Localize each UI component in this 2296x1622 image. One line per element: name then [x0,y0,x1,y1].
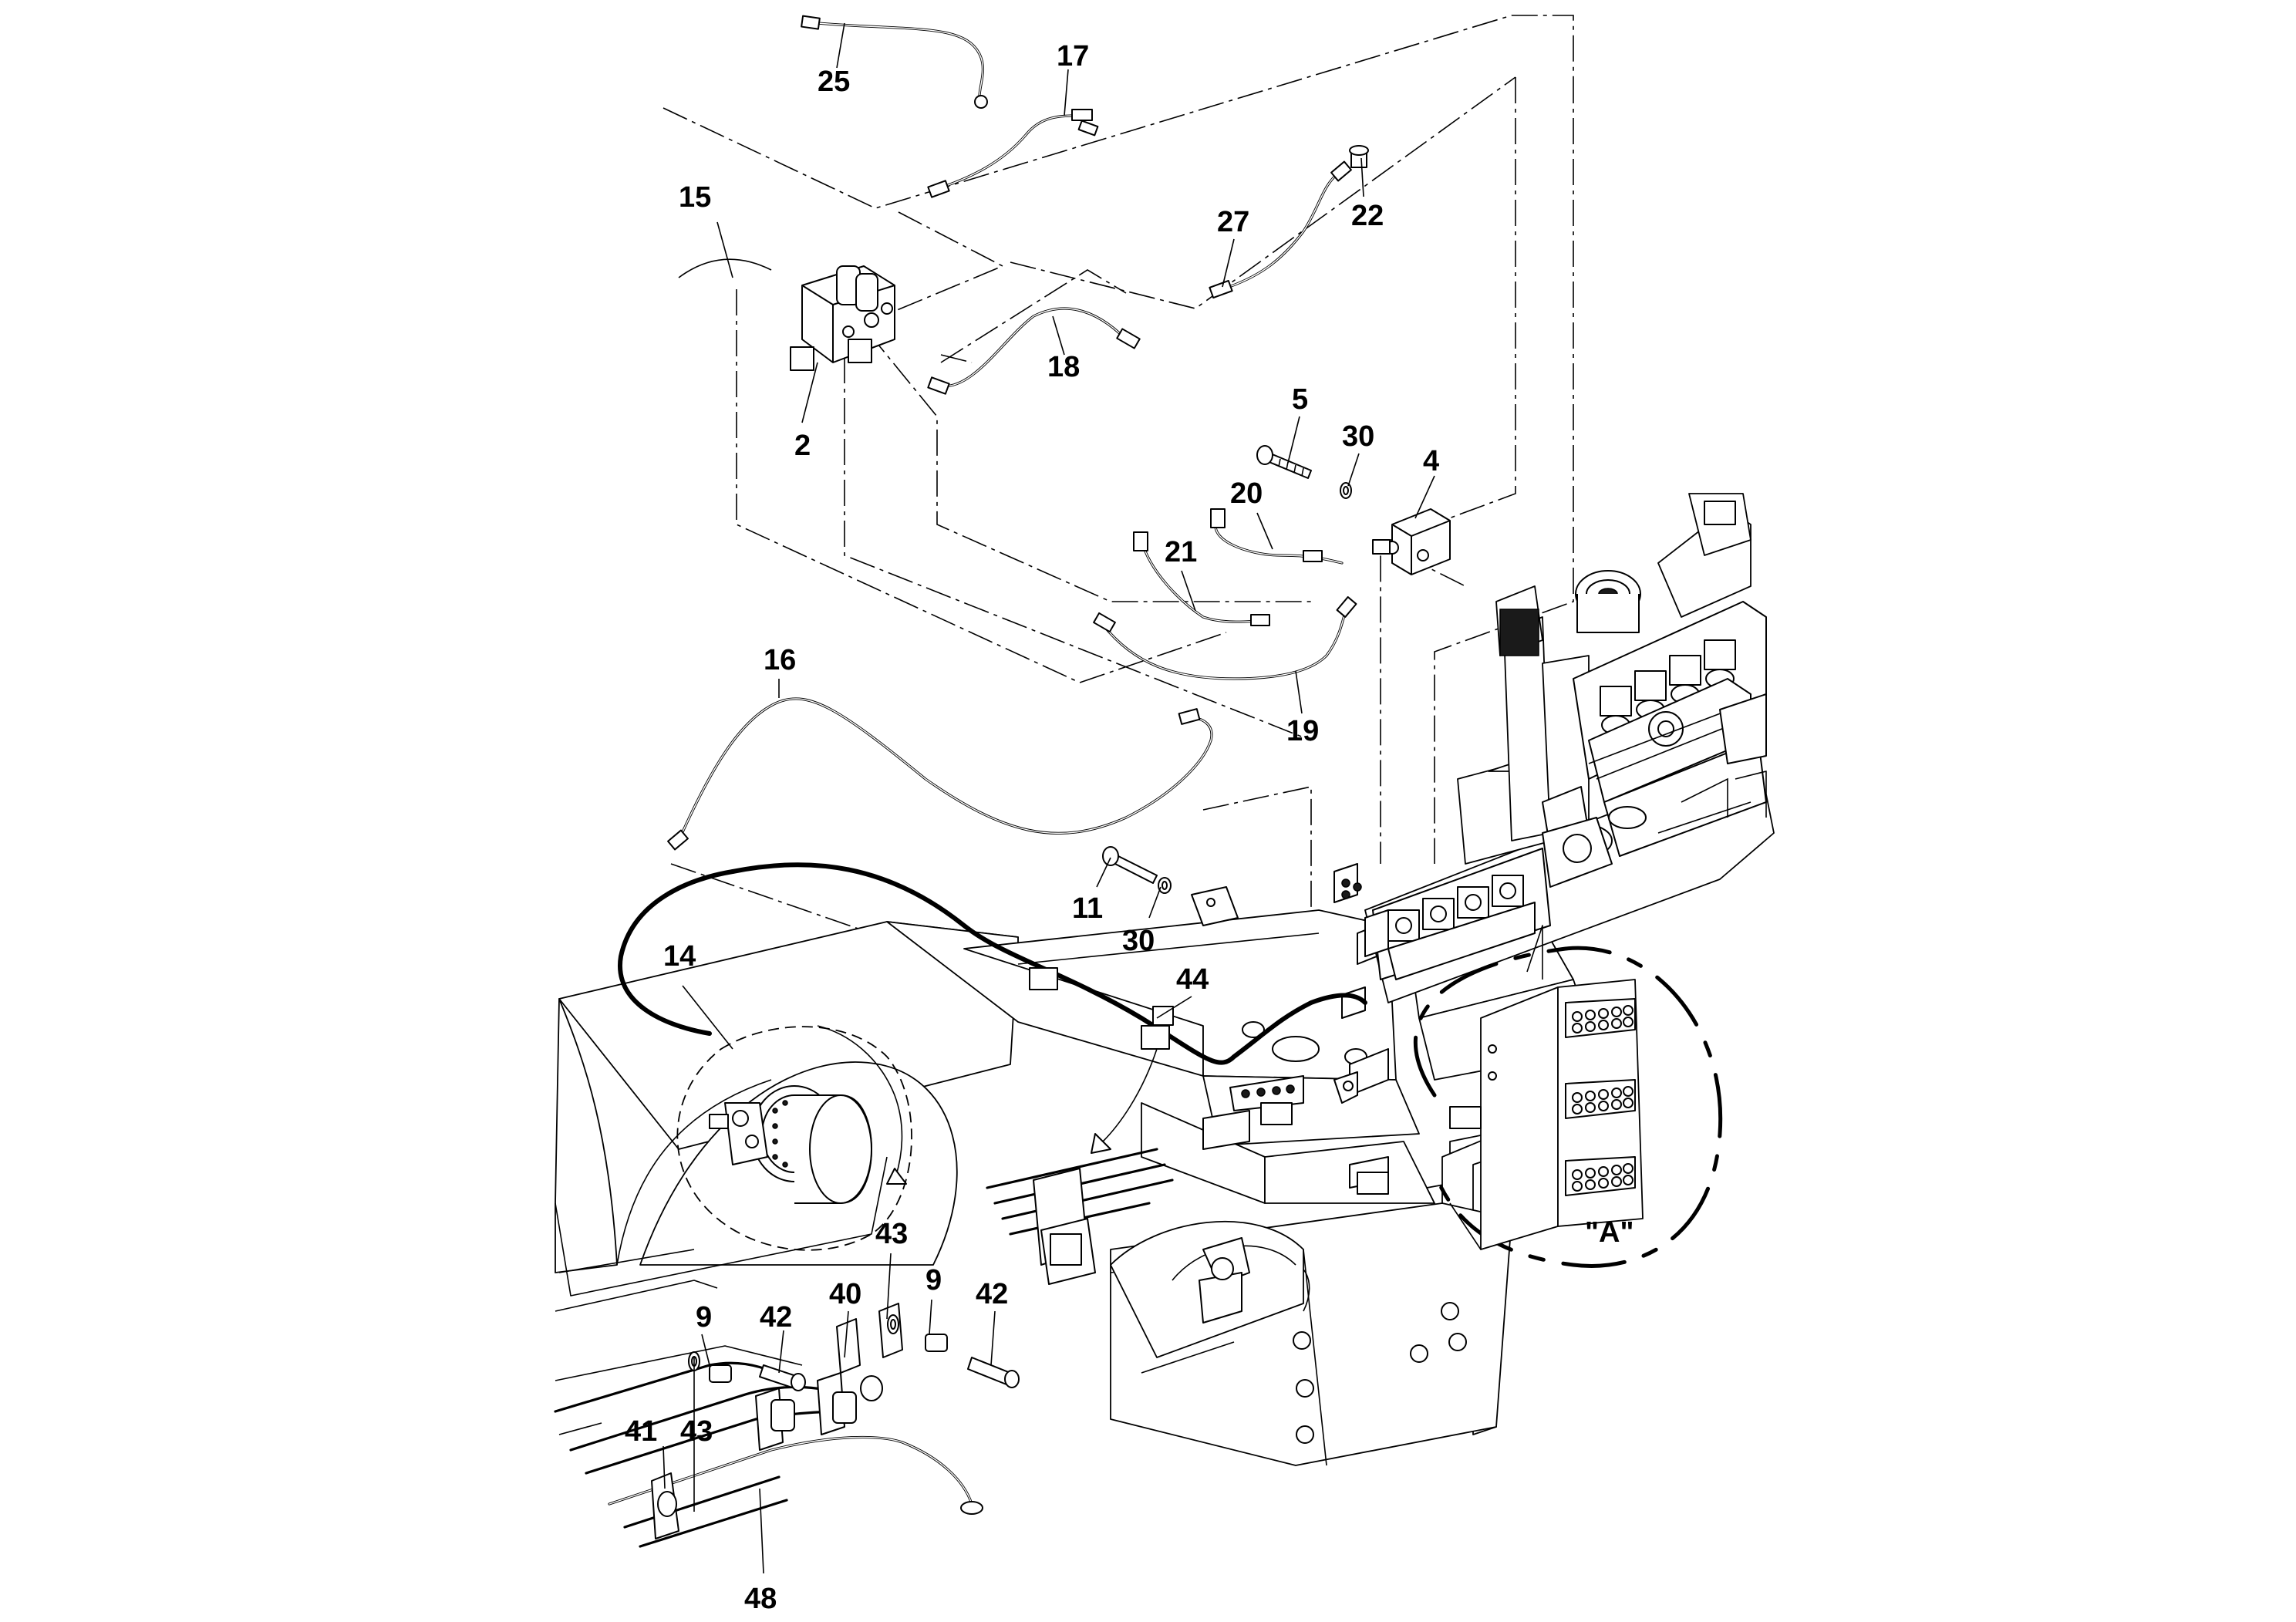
detail-a-outline [1414,946,1723,1268]
callout-9: 9 [696,1301,712,1334]
callout-16: 16 [764,644,796,676]
callout-40: 40 [829,1278,861,1310]
callout-22: 22 [1351,200,1384,232]
callout-44: 44 [1176,963,1209,996]
callout-27: 27 [1217,206,1249,238]
callout-17: 17 [1057,40,1089,73]
callout-42: 42 [760,1301,792,1334]
detail-view-a [1414,946,1723,1268]
step-tread-pattern [1572,1005,1633,1192]
detail-view-a-label: "A" [1585,1216,1633,1249]
callout-43: 43 [680,1415,713,1448]
callout-18: 18 [1047,351,1080,383]
bolt-11 [1102,846,1158,884]
callout-11: 11 [1072,892,1103,925]
engine-cylinder-heads [1573,601,1767,803]
callout-19: 19 [1286,715,1319,747]
callout-9: 9 [925,1264,942,1297]
hose-17 [927,109,1099,198]
bracket-near-11 [1191,886,1239,926]
pump-cluster [1333,817,1613,980]
callout-43: 43 [875,1218,908,1250]
hardware-bottom [554,1303,1020,1548]
hose-25 [801,15,988,109]
hose-16 [667,697,1213,851]
callout-labels: 25 17 15 27 22 18 2 5 30 4 20 21 16 19 1… [625,40,1633,1615]
bolt-5 [1256,445,1312,479]
wheel-motor-14 [676,1025,912,1251]
main-cable-run [617,862,1367,1065]
washer-30-top [1340,482,1352,499]
hose-15 [678,258,772,278]
washer-30-lower [1158,877,1172,894]
callout-48: 48 [744,1583,777,1615]
callout-20: 20 [1230,477,1263,510]
callout-2: 2 [794,430,811,462]
callout-30: 30 [1342,420,1374,453]
hose-27 [1209,160,1352,299]
callout-41: 41 [625,1415,657,1448]
callout-42: 42 [976,1278,1008,1310]
hose-20 [1210,508,1344,565]
callout-21: 21 [1165,536,1197,568]
callout-5: 5 [1292,383,1308,416]
valve-block-4 [1372,508,1451,575]
valve-block-2 [790,265,895,371]
clamp-blocks [1029,967,1482,1195]
engine-assembly [1333,493,1775,1003]
clamp-44-exploded [986,1048,1174,1285]
leader-lines [663,22,1435,1574]
hose-21 [1133,531,1270,626]
callout-25: 25 [818,66,850,98]
callout-30: 30 [1122,925,1155,957]
hose-19 [1093,596,1357,680]
callout-15: 15 [679,181,711,214]
callout-4: 4 [1423,445,1439,477]
callout-14: 14 [663,940,696,973]
hose-18 [927,307,1141,395]
fitting-22 [1349,145,1369,168]
